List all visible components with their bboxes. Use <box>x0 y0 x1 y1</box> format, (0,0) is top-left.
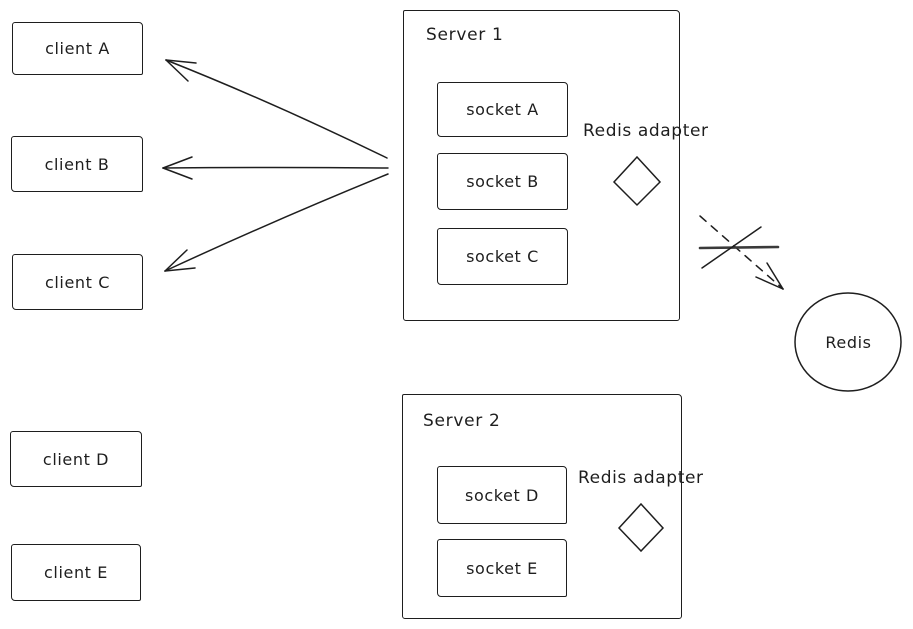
socket-b-box: socket B <box>437 153 568 210</box>
socket-c-box: socket C <box>437 228 568 285</box>
socket-a-box: socket A <box>437 82 568 137</box>
client-d-label: client D <box>42 449 110 469</box>
client-d-box: client D <box>10 431 142 487</box>
client-c-box: client C <box>12 254 143 310</box>
socket-d-box: socket D <box>437 466 567 524</box>
client-e-label: client E <box>44 563 108 582</box>
server-2-redis-adapter-label: Redis adapter <box>578 468 704 488</box>
socket-d-label: socket D <box>465 485 539 505</box>
socket-a-label: socket A <box>466 100 539 119</box>
client-a-label: client A <box>45 39 110 58</box>
client-c-label: client C <box>44 272 110 292</box>
dashed-arrow-server1-to-redis <box>699 215 784 290</box>
socket-b-label: socket B <box>466 172 539 191</box>
client-b-label: client B <box>44 154 110 174</box>
server-2-title: Server 2 <box>423 411 501 431</box>
socket-c-label: socket C <box>466 247 539 266</box>
client-a-box: client A <box>12 22 143 75</box>
redis-node-label: Redis <box>825 332 872 352</box>
arrow-server1-to-client-c <box>164 173 389 272</box>
client-e-box: client E <box>11 544 141 601</box>
server-1-title: Server 1 <box>426 25 504 45</box>
blocked-connection-cross <box>698 226 780 269</box>
server-1-redis-adapter-label: Redis adapter <box>583 121 709 141</box>
client-b-box: client B <box>11 136 143 192</box>
arrow-server1-to-client-a <box>165 59 388 159</box>
socket-e-label: socket E <box>466 558 538 578</box>
arrow-server1-to-client-b <box>162 156 389 180</box>
socket-e-box: socket E <box>437 539 567 597</box>
